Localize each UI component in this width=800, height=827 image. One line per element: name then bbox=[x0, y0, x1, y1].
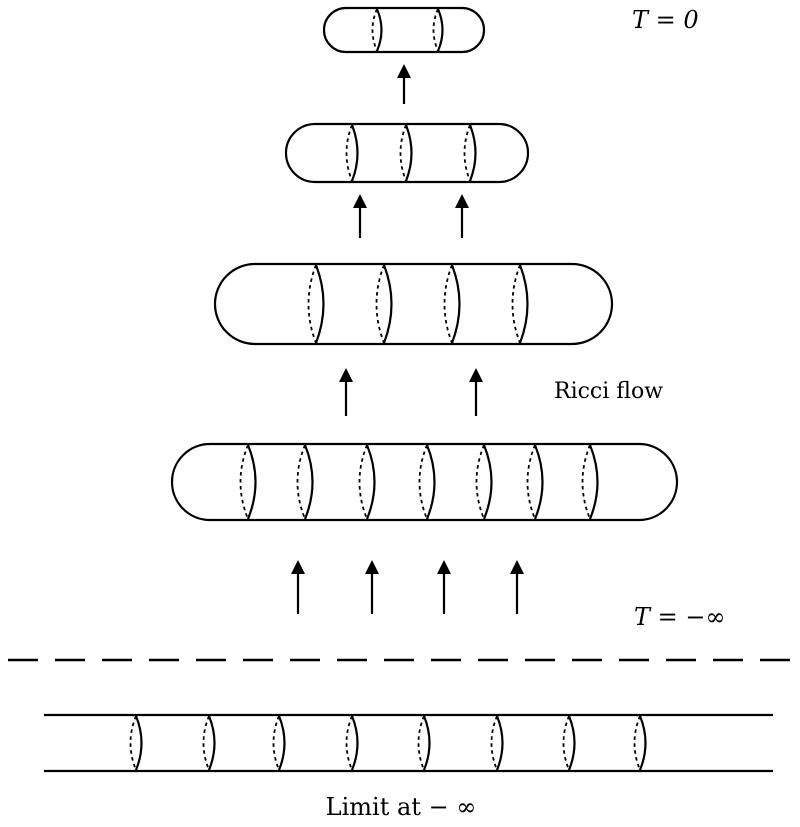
cross-section-ring bbox=[307, 264, 325, 344]
flow-arrow bbox=[365, 560, 379, 614]
cross-section-ring bbox=[511, 264, 529, 344]
t-minus-infinity-label: T = −∞ bbox=[634, 603, 725, 631]
t-zero-label: T = 0 bbox=[632, 6, 699, 34]
limit-cylinder bbox=[44, 713, 773, 773]
cross-section-ring bbox=[272, 715, 286, 771]
cross-section-ring bbox=[633, 715, 647, 771]
capsule-stage-2 bbox=[284, 122, 530, 184]
cross-section-ring bbox=[358, 444, 376, 520]
cross-section-ring bbox=[463, 124, 477, 182]
flow-arrow bbox=[353, 194, 367, 238]
flow-arrow bbox=[510, 560, 524, 614]
cross-section-ring bbox=[418, 444, 436, 520]
ricci-flow-label: Ricci flow bbox=[554, 379, 663, 404]
capsule-stage-1 bbox=[322, 6, 486, 54]
flow-arrow bbox=[469, 368, 483, 416]
flow-arrow bbox=[437, 560, 451, 614]
cross-section-ring bbox=[202, 715, 216, 771]
cross-section-ring bbox=[432, 8, 444, 52]
cross-section-ring bbox=[490, 715, 504, 771]
cross-section-ring bbox=[345, 124, 359, 182]
capsule-stage-4 bbox=[170, 442, 679, 522]
cross-section-ring bbox=[371, 8, 383, 52]
cross-section-ring bbox=[345, 715, 359, 771]
flow-arrow bbox=[455, 194, 469, 238]
cross-section-ring bbox=[296, 444, 314, 520]
flow-arrow bbox=[397, 64, 411, 104]
cross-section-ring bbox=[443, 264, 461, 344]
cross-section-ring bbox=[562, 715, 576, 771]
cross-section-ring bbox=[417, 715, 431, 771]
cross-section-ring bbox=[526, 444, 544, 520]
cross-section-ring bbox=[375, 264, 393, 344]
cross-section-ring bbox=[399, 124, 413, 182]
capsule-stage-3 bbox=[213, 262, 614, 346]
cross-section-ring bbox=[129, 715, 143, 771]
flow-arrow bbox=[291, 560, 305, 614]
cross-section-ring bbox=[239, 444, 257, 520]
flow-arrow bbox=[339, 368, 353, 416]
cross-section-ring bbox=[475, 444, 493, 520]
cross-section-ring bbox=[581, 444, 599, 520]
limit-at-minus-infinity-label: Limit at − ∞ bbox=[326, 793, 477, 821]
